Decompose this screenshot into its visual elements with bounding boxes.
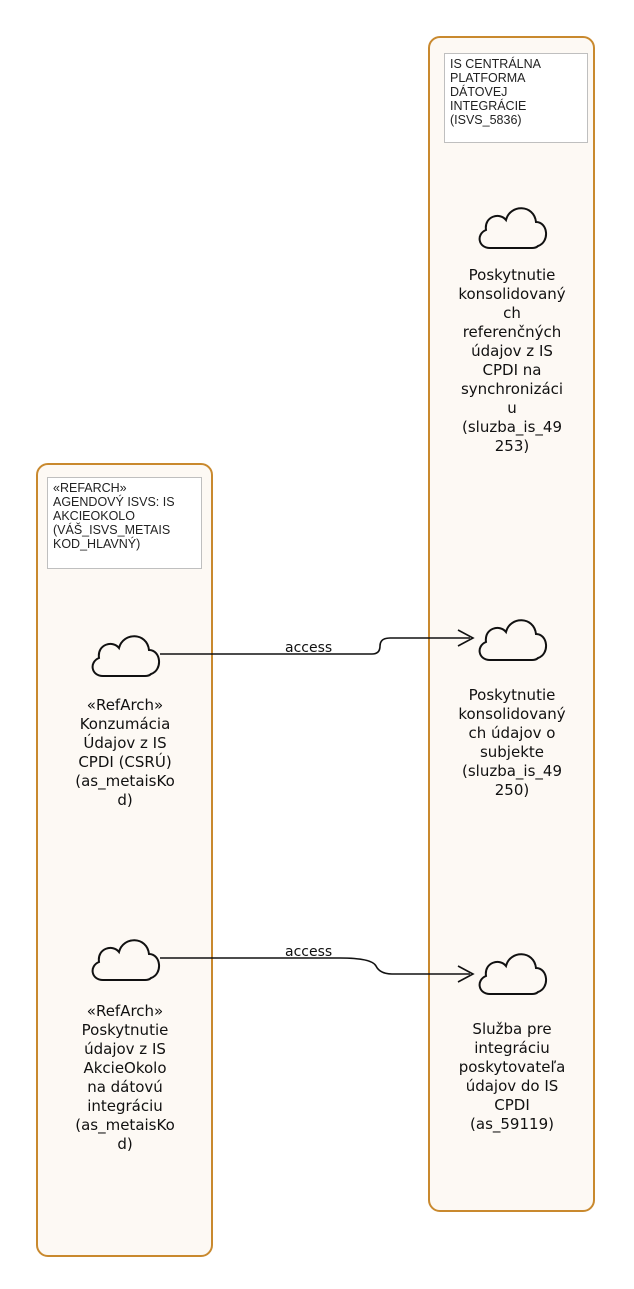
cloud-icon[interactable] xyxy=(474,610,550,666)
cloud-icon[interactable] xyxy=(87,930,163,986)
cloud-icon[interactable] xyxy=(474,944,550,1000)
lane-is-cpdi: IS CENTRÁLNA PLATFORMA DÁTOVEJ INTEGRÁCI… xyxy=(428,36,595,1212)
lane-title-is-akcieokolo: «REFARCH» AGENDOVÝ ISVS: IS AKCIEOKOLO (… xyxy=(47,477,202,569)
cloud-icon[interactable] xyxy=(87,626,163,682)
lane-is-akcieokolo: «REFARCH» AGENDOVÝ ISVS: IS AKCIEOKOLO (… xyxy=(36,463,213,1257)
lane-title-is-cpdi: IS CENTRÁLNA PLATFORMA DÁTOVEJ INTEGRÁCI… xyxy=(444,53,588,143)
edge-label-access: access xyxy=(285,640,333,656)
edge-access-consumption[interactable] xyxy=(160,629,475,655)
edge-access-provision[interactable] xyxy=(160,957,475,983)
edge-label-access: access xyxy=(285,944,333,960)
cloud-icon[interactable] xyxy=(474,198,550,254)
node-label-provision: «RefArch» Poskytnutie údajov z IS AkcieO… xyxy=(75,1002,175,1153)
node-label-sync-service: Poskytnutie konsolidovaný ch referenčnýc… xyxy=(458,266,566,455)
node-label-integration-service: Služba pre integráciu poskytovateľa údaj… xyxy=(458,1020,566,1133)
node-label-consumption: «RefArch» Konzumácia Údajov z IS CPDI (C… xyxy=(75,696,175,809)
node-label-subject-service: Poskytnutie konsolidovaný ch údajov o su… xyxy=(458,686,566,799)
